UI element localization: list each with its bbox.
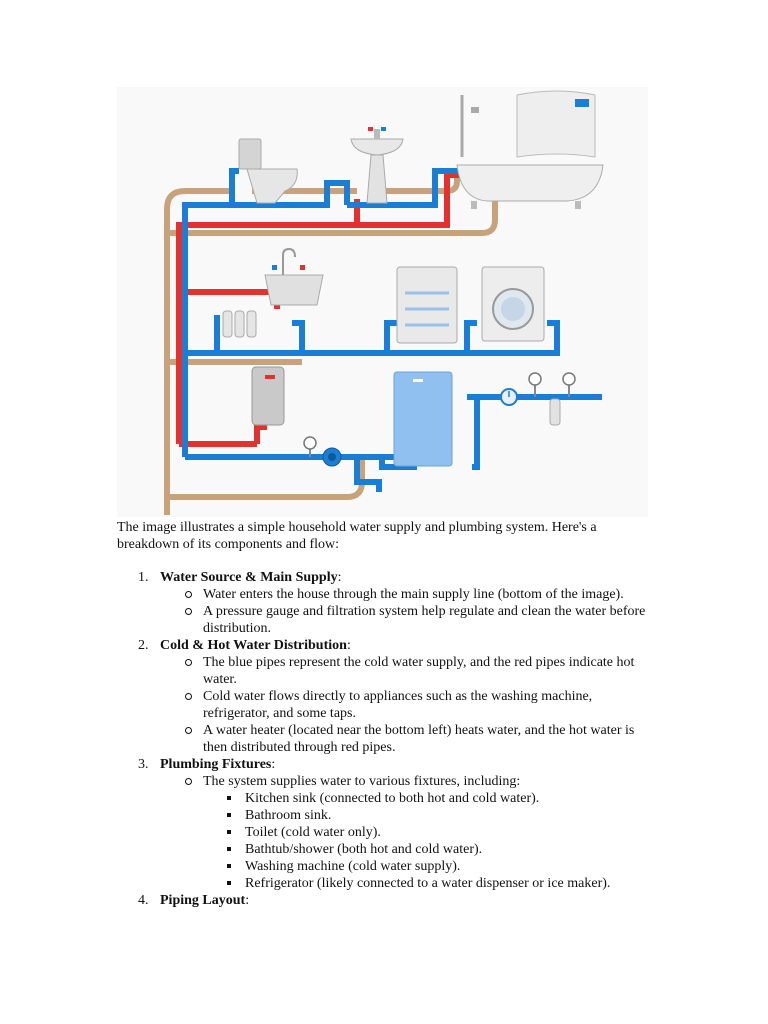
bullet-text: Cold water flows directly to appliances … bbox=[203, 689, 593, 721]
water-tank-icon bbox=[393, 371, 453, 467]
sub-bullet-text: Bathroom sink. bbox=[245, 808, 332, 823]
bullet-item: A pressure gauge and filtration system h… bbox=[160, 603, 657, 637]
pump-icon bbox=[322, 447, 342, 467]
bullet-text: Water enters the house through the main … bbox=[203, 587, 624, 602]
section-number: 2. bbox=[138, 638, 149, 653]
circle-bullet-icon bbox=[185, 608, 192, 615]
bullet-text: A pressure gauge and filtration system h… bbox=[203, 604, 646, 636]
square-bullet-icon bbox=[227, 813, 231, 817]
pedestal-sink-icon bbox=[350, 127, 404, 204]
sub-bullet-list: Kitchen sink (connected to both hot and … bbox=[203, 790, 657, 892]
bullet-item: Cold water flows directly to appliances … bbox=[160, 688, 657, 722]
square-bullet-icon bbox=[227, 847, 231, 851]
water-filter-icon bbox=[222, 310, 257, 338]
plumbing-diagram bbox=[117, 87, 648, 517]
circle-bullet-icon bbox=[185, 659, 192, 666]
bullet-item: Water enters the house through the main … bbox=[160, 586, 657, 603]
water-meter-icon bbox=[500, 388, 518, 406]
water-heater-icon bbox=[251, 366, 285, 426]
sub-bullet-item: Washing machine (cold water supply). bbox=[203, 858, 657, 875]
square-bullet-icon bbox=[227, 796, 231, 800]
section-list: 1. Water Source & Main Supply: Water enter… bbox=[117, 569, 657, 909]
square-bullet-icon bbox=[227, 830, 231, 834]
section-title: Plumbing Fixtures bbox=[160, 757, 272, 772]
section-item: 4. Piping Layout: bbox=[117, 892, 657, 909]
bullet-item: The system supplies water to various fix… bbox=[160, 773, 657, 892]
sub-bullet-item: Refrigerator (likely connected to a wate… bbox=[203, 875, 657, 892]
cold-pipes bbox=[182, 168, 602, 492]
bathtub-shower-icon bbox=[456, 90, 604, 209]
sub-bullet-text: Refrigerator (likely connected to a wate… bbox=[245, 876, 611, 891]
bullet-text: A water heater (located near the bottom … bbox=[203, 723, 635, 755]
section-title-suffix: : bbox=[245, 893, 250, 908]
sub-bullet-text: Kitchen sink (connected to both hot and … bbox=[245, 791, 540, 806]
sub-bullet-text: Bathtub/shower (both hot and cold water)… bbox=[245, 842, 483, 857]
section-title: Piping Layout bbox=[160, 893, 246, 908]
section-title-suffix: : bbox=[271, 757, 276, 772]
bullet-list: The blue pipes represent the cold water … bbox=[160, 654, 657, 756]
section-item: 1. Water Source & Main Supply: Water enter… bbox=[117, 569, 657, 637]
square-bullet-icon bbox=[227, 864, 231, 868]
dishwasher-icon bbox=[396, 266, 458, 344]
plumbing-diagram-svg bbox=[164, 90, 604, 515]
section-item: 2. Cold & Hot Water Distribution: The blue… bbox=[117, 637, 657, 756]
kitchen-sink-icon bbox=[264, 247, 324, 306]
bullet-item: A water heater (located near the bottom … bbox=[160, 722, 657, 756]
sub-bullet-text: Toilet (cold water only). bbox=[245, 825, 381, 840]
sub-bullet-item: Bathtub/shower (both hot and cold water)… bbox=[203, 841, 657, 858]
square-bullet-icon bbox=[227, 881, 231, 885]
circle-bullet-icon bbox=[185, 591, 192, 598]
section-title: Water Source & Main Supply bbox=[160, 570, 338, 585]
circle-bullet-icon bbox=[185, 693, 192, 700]
circle-bullet-icon bbox=[185, 778, 192, 785]
bullet-text: The system supplies water to various fix… bbox=[203, 774, 521, 789]
section-number: 1. bbox=[138, 570, 149, 585]
washing-machine-icon bbox=[481, 266, 545, 342]
document-body: The image illustrates a simple household… bbox=[117, 519, 657, 909]
toilet-icon bbox=[238, 138, 298, 204]
section-item: 3. Plumbing Fixtures: The system supplies … bbox=[117, 756, 657, 892]
bullet-item: The blue pipes represent the cold water … bbox=[160, 654, 657, 688]
section-number: 4. bbox=[138, 893, 149, 908]
sub-bullet-item: Kitchen sink (connected to both hot and … bbox=[203, 790, 657, 807]
sub-bullet-text: Washing machine (cold water supply). bbox=[245, 859, 461, 874]
section-title: Cold & Hot Water Distribution bbox=[160, 638, 347, 653]
pressure-gauge-icon bbox=[303, 372, 576, 457]
bullet-list: Water enters the house through the main … bbox=[160, 586, 657, 637]
section-title-suffix: : bbox=[337, 570, 342, 585]
sub-bullet-item: Bathroom sink. bbox=[203, 807, 657, 824]
sub-bullet-item: Toilet (cold water only). bbox=[203, 824, 657, 841]
sediment-filter-icon bbox=[549, 398, 561, 426]
intro-paragraph: The image illustrates a simple household… bbox=[117, 520, 597, 552]
bullet-list: The system supplies water to various fix… bbox=[160, 773, 657, 892]
section-number: 3. bbox=[138, 757, 149, 772]
section-title-suffix: : bbox=[346, 638, 351, 653]
bullet-text: The blue pipes represent the cold water … bbox=[203, 655, 635, 687]
circle-bullet-icon bbox=[185, 727, 192, 734]
